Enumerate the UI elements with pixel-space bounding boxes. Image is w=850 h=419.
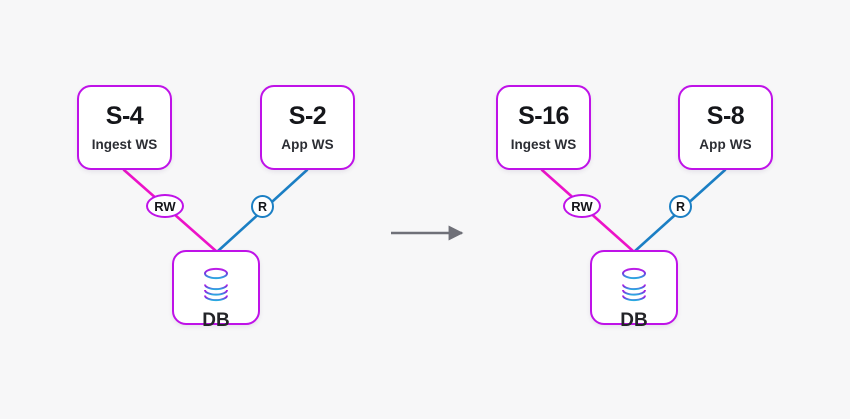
node-db-after[interactable]: DB: [590, 250, 678, 330]
edge-badge-label: R: [675, 199, 686, 214]
edge-badge-label: RW: [571, 198, 593, 214]
node-db-label: DB: [202, 310, 230, 331]
node-subtitle-word1: Ingest: [91, 136, 132, 152]
node-subtitle-word1: App: [281, 136, 308, 152]
edge-badge-rw-before[interactable]: RW: [146, 194, 184, 218]
edge-badge-r-after[interactable]: R: [669, 195, 692, 218]
node-subtitle-word1: Ingest: [510, 136, 551, 152]
node-subtitle-word2: WS: [729, 136, 752, 152]
node-title: S-8: [706, 101, 745, 130]
edge-badge-r-before[interactable]: R: [251, 195, 274, 218]
edge-badge-rw-after[interactable]: RW: [563, 194, 601, 218]
node-db-before[interactable]: DB: [172, 250, 260, 330]
database-icon: [200, 266, 232, 306]
node-subtitle-word2: WS: [554, 136, 577, 152]
node-title: S-16: [518, 101, 569, 130]
node-db-label: DB: [620, 310, 648, 331]
node-subtitle-word2: WS: [311, 136, 334, 152]
node-title: S-4: [105, 101, 144, 130]
edge-badge-label: RW: [154, 198, 176, 214]
node-subtitle-word2: WS: [135, 136, 158, 152]
edge-badge-label: R: [257, 199, 268, 214]
database-icon: [618, 266, 650, 306]
node-subtitle-word1: App: [699, 136, 726, 152]
node-title: S-2: [288, 101, 327, 130]
